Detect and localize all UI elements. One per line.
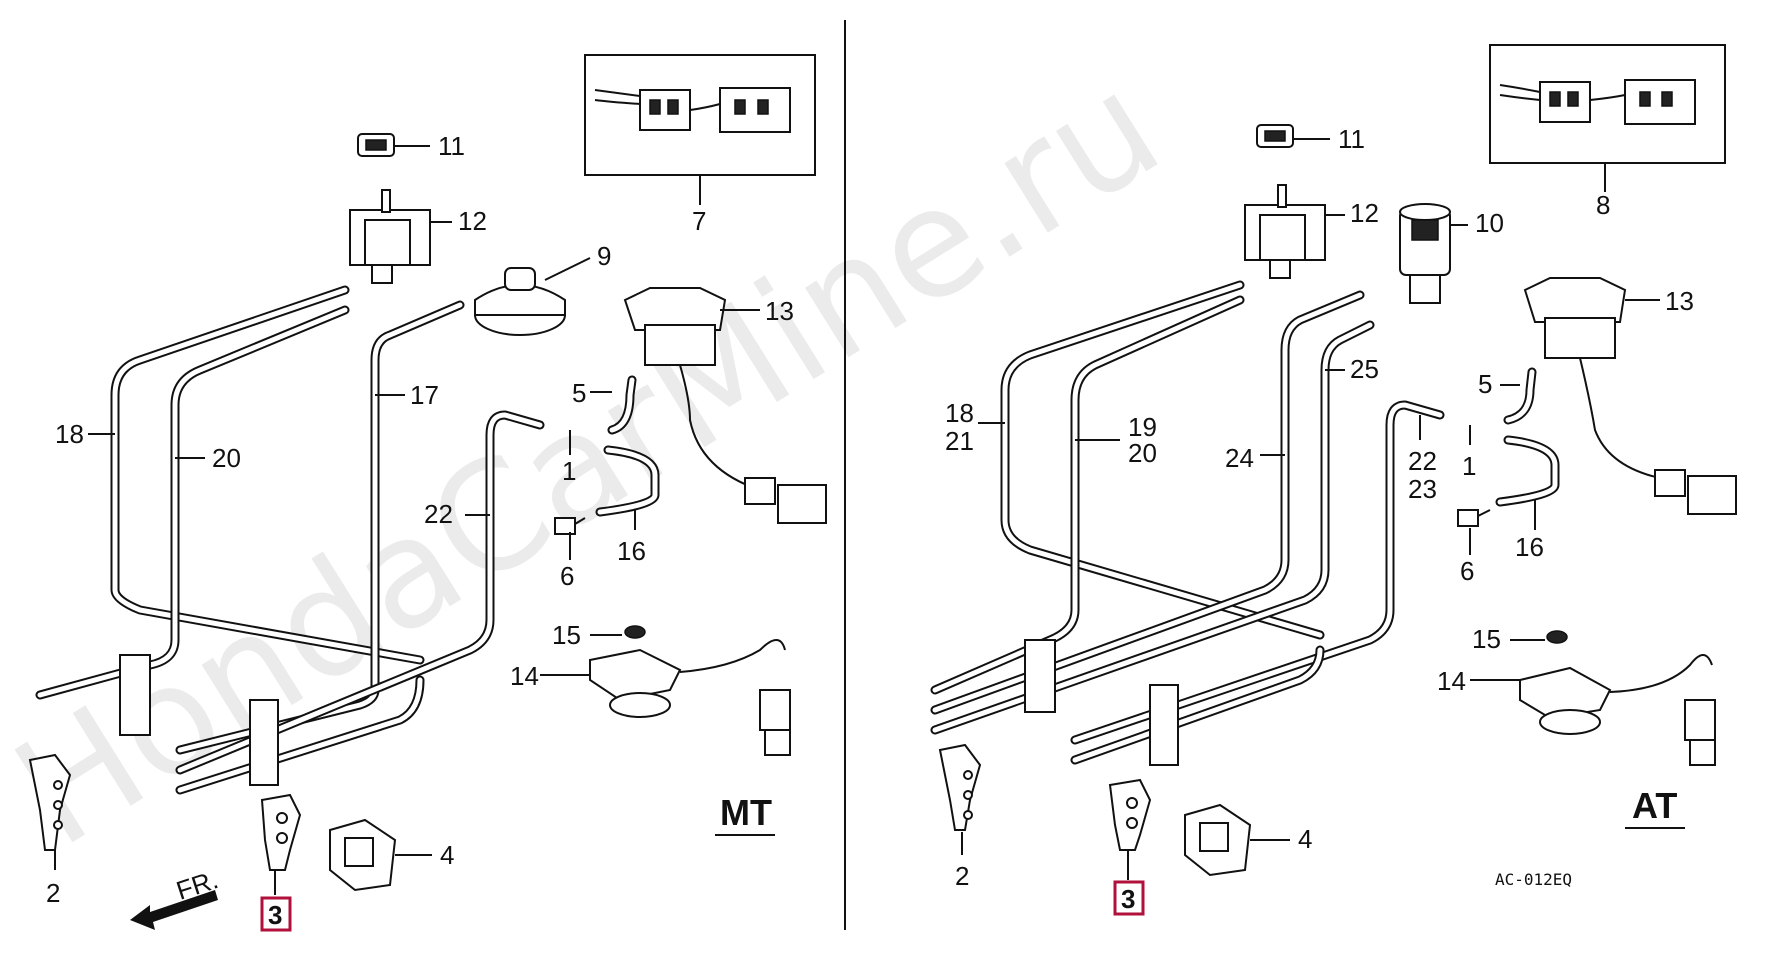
diagram-code: AC-012EQ — [1495, 870, 1572, 889]
at-label-6: 6 — [1460, 556, 1474, 586]
mt-label-15: 15 — [552, 620, 581, 650]
at-part-10-valve — [1399, 203, 1468, 304]
at-tube-25 — [930, 320, 1375, 735]
at-title: AT — [1632, 785, 1677, 826]
mt-label-13: 13 — [765, 296, 794, 326]
at-label-19: 19 — [1128, 412, 1157, 442]
mt-label-17: 17 — [410, 380, 439, 410]
mt-part-6-clip — [554, 517, 586, 535]
mt-part-16-hose — [595, 445, 660, 517]
at-label-4: 4 — [1298, 824, 1312, 854]
at-label-16: 16 — [1515, 532, 1544, 562]
mt-label-14: 14 — [510, 661, 539, 691]
mt-label-11: 11 — [438, 131, 465, 161]
mt-label-18: 18 — [55, 419, 84, 449]
at-panel: 11 12 10 8 13 25 5 18 21 19 20 24 22 23 … — [930, 44, 1737, 916]
at-part-13-map-sensor — [1523, 277, 1737, 515]
mt-part-14-sensor — [540, 639, 791, 756]
mt-panel: 11 12 9 7 13 5 1 16 6 18 20 17 22 15 14 … — [28, 54, 827, 932]
mt-label-12: 12 — [458, 206, 487, 236]
mt-label-3: 3 — [268, 900, 282, 930]
mt-label-5: 5 — [572, 378, 586, 408]
mt-part-5-elbow — [590, 375, 637, 435]
mt-part-11-grommet — [357, 133, 430, 157]
at-label-8: 8 — [1596, 190, 1610, 220]
at-tube-19-20 — [930, 295, 1245, 695]
at-part-2-hose-clip — [938, 743, 982, 855]
mt-connector-box — [584, 54, 816, 205]
mt-part-4-connector-holder — [329, 818, 432, 892]
at-connector-box — [1489, 44, 1726, 192]
at-part-14-sensor — [1470, 654, 1716, 766]
mt-bracket-left — [119, 654, 151, 736]
mt-title: MT — [720, 792, 772, 833]
at-label-21: 21 — [945, 426, 974, 456]
at-label-14: 14 — [1437, 666, 1466, 696]
at-part-4-connector-holder — [1184, 803, 1290, 877]
at-bracket-right — [1149, 684, 1179, 766]
mt-label-1: 1 — [562, 456, 576, 486]
at-part-11-grommet — [1256, 124, 1330, 148]
mt-part-12-solenoid-valve — [349, 189, 452, 284]
at-label-5: 5 — [1478, 369, 1492, 399]
at-label-24: 24 — [1225, 443, 1254, 473]
mt-label-16: 16 — [617, 536, 646, 566]
mt-part-3-hose-clip — [260, 793, 302, 895]
at-part-12-solenoid-valve — [1244, 184, 1345, 279]
mt-label-20: 20 — [212, 443, 241, 473]
at-tube-24 — [930, 290, 1365, 715]
at-part-16-hose — [1495, 435, 1560, 507]
at-label-11: 11 — [1338, 124, 1365, 154]
mt-bracket-right — [249, 699, 279, 786]
at-label-15: 15 — [1472, 624, 1501, 654]
at-part-15-nut — [1510, 630, 1568, 644]
at-label-25: 25 — [1350, 354, 1379, 384]
at-label-18: 18 — [945, 398, 974, 428]
at-label-22: 22 — [1408, 446, 1437, 476]
at-label-1: 1 — [1462, 451, 1476, 481]
at-label-12: 12 — [1350, 198, 1379, 228]
mt-label-22: 22 — [424, 499, 453, 529]
at-part-5-elbow — [1500, 367, 1537, 425]
mt-label-4: 4 — [440, 840, 454, 870]
at-label-2: 2 — [955, 861, 969, 891]
at-label-3-highlight — [1113, 880, 1145, 916]
mt-part-13-map-sensor — [623, 287, 827, 524]
at-label-3: 3 — [1121, 884, 1135, 914]
mt-label-6: 6 — [560, 561, 574, 591]
front-arrow — [130, 890, 218, 930]
at-label-20: 20 — [1128, 438, 1157, 468]
at-label-10: 10 — [1475, 208, 1504, 238]
mt-label-9: 9 — [597, 241, 611, 271]
at-part-3-hose-clip — [1108, 778, 1152, 880]
mt-part-2-hose-clip — [28, 753, 72, 870]
mt-label-3-highlight — [260, 896, 292, 932]
at-part-6-clip — [1457, 509, 1491, 527]
mt-label-2: 2 — [46, 878, 60, 908]
mt-label-7: 7 — [692, 206, 706, 236]
mt-part-9-canister — [474, 257, 591, 336]
at-bracket-left — [1024, 639, 1056, 713]
mt-part-15-nut — [590, 625, 646, 639]
at-label-13: 13 — [1665, 286, 1694, 316]
at-label-23: 23 — [1408, 474, 1437, 504]
